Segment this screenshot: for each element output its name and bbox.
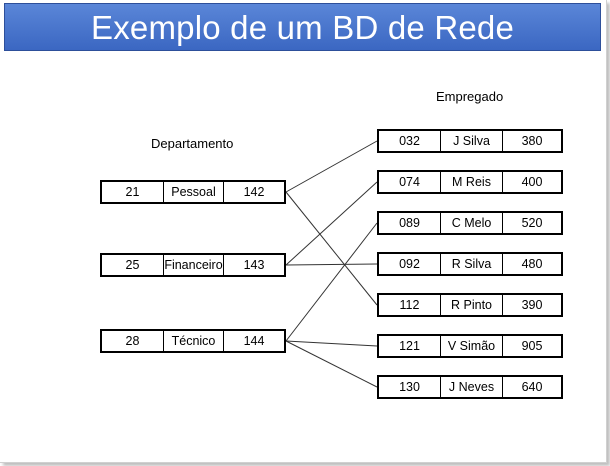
dep-name: Pessoal (164, 182, 224, 202)
emp-name: J Neves (441, 377, 503, 397)
empregado-label: Empregado (436, 89, 504, 104)
dep-number: 28 (102, 331, 164, 351)
emp-number: 130 (379, 377, 441, 397)
title-bar: Exemplo de um BD de Rede (4, 3, 601, 51)
slide-title: Exemplo de um BD de Rede (90, 8, 515, 46)
dep-number: 25 (102, 255, 164, 275)
emp-name: R Pinto (441, 295, 503, 315)
link-line (285, 340, 378, 388)
emp-number: 112 (379, 295, 441, 315)
empregado-record: 089 C Melo 520 (377, 211, 563, 235)
dep-number: 21 (102, 182, 164, 202)
emp-name: V Simão (441, 336, 503, 356)
emp-salary: 400 (521, 175, 543, 189)
emp-number: 032 (379, 131, 441, 151)
link-line (285, 140, 378, 193)
emp-number: 092 (379, 254, 441, 274)
emp-number: 074 (379, 172, 441, 192)
emp-name: R Silva (441, 254, 503, 274)
emp-salary: 905 (521, 339, 543, 353)
emp-salary: 520 (521, 216, 543, 230)
dep-name: Técnico (164, 331, 224, 351)
link-line (285, 191, 378, 306)
departamento-record: 25 Financeiro 143 (100, 253, 286, 277)
emp-salary: 480 (521, 257, 543, 271)
empregado-record: 074 M Reis 400 (377, 170, 563, 194)
emp-salary: 640 (521, 380, 543, 394)
departamento-record: 28 Técnico 144 (100, 329, 286, 353)
emp-number: 121 (379, 336, 441, 356)
empregado-record: 112 R Pinto 390 (377, 293, 563, 317)
link-line (285, 340, 378, 347)
dep-pointer: 144 (243, 334, 265, 348)
link-line (285, 181, 378, 266)
emp-name: J Silva (441, 131, 503, 151)
dep-name: Financeiro (164, 255, 224, 275)
departamento-record: 21 Pessoal 142 (100, 180, 286, 204)
empregado-record: 092 R Silva 480 (377, 252, 563, 276)
link-line (285, 222, 378, 342)
empregado-record: 032 J Silva 380 (377, 129, 563, 153)
emp-salary: 390 (521, 298, 543, 312)
empregado-record: 121 V Simão 905 (377, 334, 563, 358)
dep-pointer: 143 (243, 258, 265, 272)
empregado-record: 130 J Neves 640 (377, 375, 563, 399)
emp-name: C Melo (441, 213, 503, 233)
departamento-label: Departamento (151, 136, 234, 151)
emp-name: M Reis (441, 172, 503, 192)
link-line (285, 263, 378, 266)
emp-salary: 380 (521, 134, 543, 148)
emp-number: 089 (379, 213, 441, 233)
dep-pointer: 142 (243, 185, 265, 199)
